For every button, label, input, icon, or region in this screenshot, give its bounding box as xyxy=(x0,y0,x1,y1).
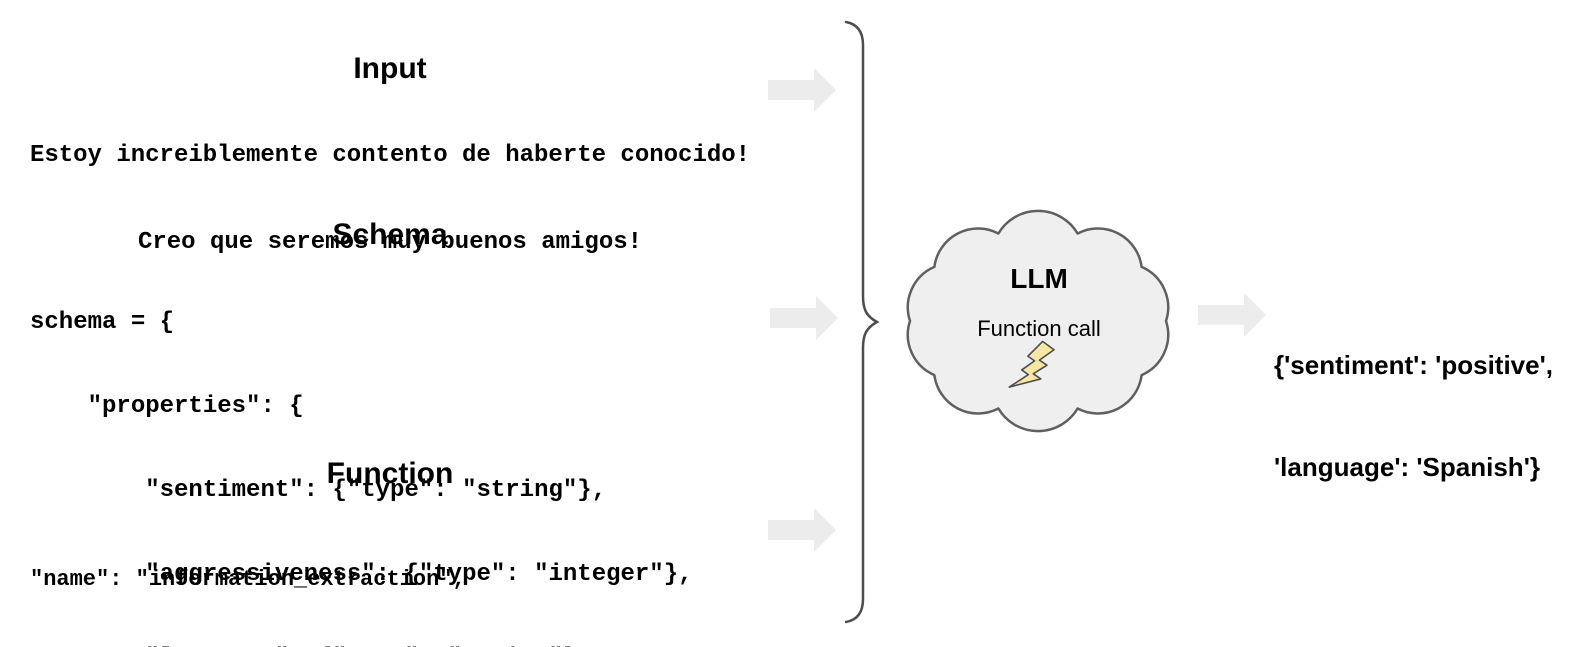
output-result-block: {'sentiment': 'positive', 'language': 'S… xyxy=(1274,280,1553,552)
input-line: Estoy increiblemente contento de haberte… xyxy=(29,142,751,169)
arrow-right-icon xyxy=(768,508,836,552)
schema-code-block: schema = { "properties": { "sentiment": … xyxy=(30,253,693,647)
arrow-right-icon xyxy=(1198,293,1266,337)
arrow-right-icon xyxy=(770,296,838,340)
input-text-block: Estoy increiblemente contento de haberte… xyxy=(0,83,780,315)
arrow-right-icon xyxy=(768,68,836,112)
function-code-block: "name": "information_extraction", "descr… xyxy=(30,487,769,647)
arrow-right-icon xyxy=(1198,293,1266,337)
schema-section-title: Schema xyxy=(332,218,448,251)
output-result-line: 'language': 'Spanish'} xyxy=(1274,452,1540,482)
input-section-title: Input xyxy=(353,52,427,85)
output-result-line: {'sentiment': 'positive', xyxy=(1274,350,1554,380)
cloud-shape xyxy=(906,209,1170,433)
arrow-right-icon xyxy=(770,296,838,340)
curly-brace-shape xyxy=(844,20,880,624)
llm-title: LLM xyxy=(1010,263,1068,294)
cloud-shape xyxy=(906,209,1170,433)
schema-code-line: "aggressiveness": {"type": "integer"}, xyxy=(30,561,693,588)
arrow-right-icon xyxy=(768,68,836,112)
function-call-label: Function call xyxy=(977,316,1101,341)
schema-code-line: "sentiment": {"type": "string"}, xyxy=(30,477,607,504)
arrow-right-icon xyxy=(768,508,836,552)
schema-code-line: "language": {"type": "string"}, xyxy=(30,645,693,647)
lightning-bolt-icon xyxy=(1008,340,1055,388)
schema-code-line: schema = { xyxy=(30,309,175,336)
curly-brace-shape xyxy=(844,20,880,624)
function-section-title: Function xyxy=(326,457,454,490)
lightning-bolt-icon xyxy=(1008,340,1055,388)
schema-code-line: "properties": { xyxy=(30,393,304,420)
input-line: Creo que seremos muy buenos amigos! xyxy=(137,229,643,256)
function-code-line: "name": "information_extraction", xyxy=(30,567,466,592)
